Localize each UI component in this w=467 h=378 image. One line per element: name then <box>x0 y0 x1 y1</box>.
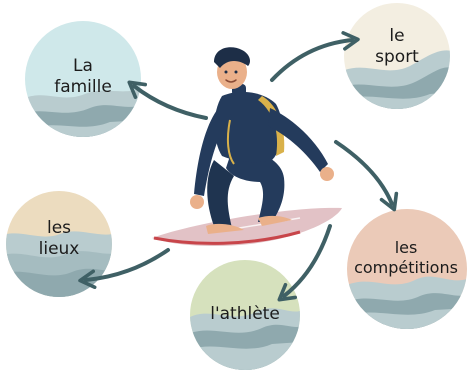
node-sport <box>344 3 450 109</box>
node-lieux-line1: les <box>46 218 72 238</box>
node-athlete-line1: l'athlète <box>210 304 280 324</box>
node-lieux-line2: lieux <box>38 239 80 260</box>
arrow-to-athlete <box>277 224 332 302</box>
node-competitions-line2: compétitions <box>354 258 458 277</box>
node-competitions-waves <box>347 276 467 329</box>
surfer-illustration <box>152 47 342 246</box>
node-sport-line2: sport <box>375 47 419 68</box>
node-famille-label: La famille <box>43 56 123 99</box>
node-famille-line2: famille <box>54 77 112 98</box>
arrow-to-lieux <box>78 248 170 290</box>
node-competitions-label: les compétitions <box>347 238 465 278</box>
node-sport-line1: le <box>389 26 405 46</box>
arrow-to-competitions <box>334 140 399 212</box>
node-famille-line1: La <box>73 56 93 76</box>
arrow-to-sport <box>270 31 360 82</box>
wetsuit <box>214 91 283 163</box>
node-sport-label: le sport <box>357 26 437 69</box>
node-athlete-label: l'athlète <box>195 304 295 325</box>
node-lieux-label: les lieux <box>19 218 99 261</box>
node-competitions-line1: les <box>394 238 418 257</box>
arrow-to-famille <box>127 80 208 120</box>
